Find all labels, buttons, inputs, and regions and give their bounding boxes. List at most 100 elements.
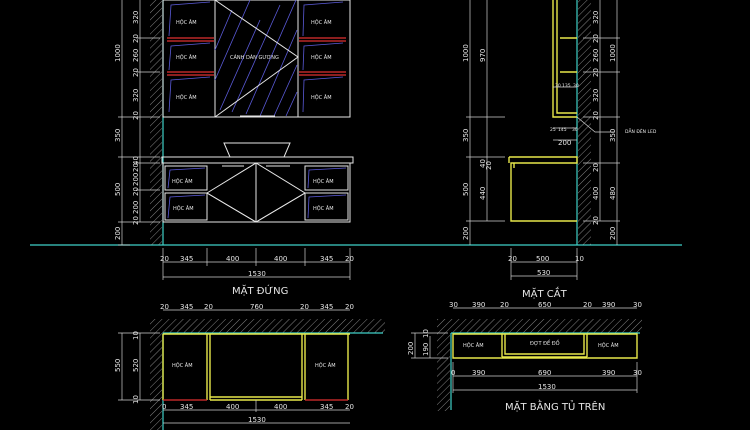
label-hoc-am: HỘC ÂM (176, 94, 197, 101)
dim-text: 320 (592, 89, 600, 102)
dim-text: 320 (592, 11, 600, 24)
dim-text: 200 (132, 201, 140, 214)
dim-text-total: 1530 (248, 416, 266, 424)
dim-text-total: 1530 (248, 270, 266, 278)
dim-text: 970 (479, 49, 487, 62)
wall-hatch (150, 0, 162, 245)
dim-text: 200 (609, 227, 617, 240)
dim-text: 345 (180, 303, 193, 311)
label-hoc-am: HỘC ÂM (311, 54, 332, 61)
dim-text: 20 (345, 403, 354, 411)
label-hoc-am: HỘC ÂM (173, 205, 194, 212)
dim-text: 20 (508, 255, 517, 263)
dim-text: 20 (204, 303, 213, 311)
dim-text: 20 (592, 216, 600, 225)
dim-text: 690 (538, 369, 551, 377)
view-title-plan-upper: MẶT BẰNG TỦ TRÊN (505, 399, 605, 413)
dim-text: 20 (500, 301, 509, 309)
dim-text: 20 (592, 111, 600, 120)
dim-text-total: 530 (537, 269, 550, 277)
label-hoc-am: HỘC ÂM (463, 342, 484, 349)
dim-text: 1000 (114, 44, 122, 62)
section-view: DẪN ĐÈN LED 1000 350 500 200 970 40 20 4… (462, 0, 657, 300)
dim-text: 30 (633, 369, 642, 377)
dim-text: 190 (422, 343, 430, 356)
dim-text: 30 (633, 301, 642, 309)
lower-cabinet (162, 162, 351, 223)
dim-text: 1000 (609, 44, 617, 62)
dim-text: 40 (132, 156, 140, 165)
dim-text: 760 (250, 303, 263, 311)
dim-text: 30 (573, 83, 579, 89)
mirror-door (214, 0, 299, 118)
label-hoc-am: HỘC ÂM (311, 19, 332, 26)
dim-text: 200 (462, 227, 470, 240)
dim-text: 1000 (462, 44, 470, 62)
label-hoc-am: HỘC ÂM (311, 94, 332, 101)
dim-text: 20 (592, 68, 600, 77)
dim-text: 20 (132, 216, 140, 225)
dim-text: 345 (180, 403, 193, 411)
dim-text: 20 (132, 163, 140, 172)
dim-text: 550 (114, 359, 122, 372)
dim-text: 200 (558, 139, 571, 147)
dim-text: 30 (449, 301, 458, 309)
label-hoc-am: HỘC ÂM (313, 178, 334, 185)
dim-text: 200 (132, 173, 140, 186)
dim-text: 400 (592, 187, 600, 200)
dim-text: 350 (462, 129, 470, 142)
label-hoc-am: HỘC ÂM (172, 178, 193, 185)
dim-text: 500 (536, 255, 549, 263)
dim-text: 135 (562, 83, 571, 89)
dim-text: 390 (602, 369, 615, 377)
basin (223, 142, 291, 158)
dim-text: 20 (300, 303, 309, 311)
dim-text: 350 (609, 129, 617, 142)
dim-text: 200 (407, 342, 415, 355)
dim-text: 20 (160, 303, 169, 311)
dim-text: 500 (462, 183, 470, 196)
dim-text: 400 (274, 403, 287, 411)
dim-text: 20 (160, 255, 169, 263)
dim-text: 10 (132, 395, 140, 404)
plan-upper-view: HỘC ÂM ĐỢT ĐỂ ĐỒ HỘC ÂM 30 390 20 650 20… (407, 301, 642, 413)
dim-text: 10 (422, 329, 430, 338)
dim-text: 400 (226, 255, 239, 263)
dim-text: 20 (132, 34, 140, 43)
dim-text: 20 (132, 187, 140, 196)
label-canh-dan-guong: CÁNH DÁN GƯƠNG (230, 54, 279, 61)
dim-text: 350 (114, 129, 122, 142)
dim-text: 10 (132, 331, 140, 340)
dim-text: 30 (572, 127, 578, 133)
dim-text: 40 (479, 159, 487, 168)
dim-text: 20 (592, 34, 600, 43)
dim-text: 30 (555, 83, 561, 89)
dim-text: 320 (132, 11, 140, 24)
label-hoc-am: HỘC ÂM (313, 205, 334, 212)
view-title-elevation: MẶT ĐỨNG (232, 284, 288, 297)
dim-text: 0 (162, 403, 166, 411)
dim-text: 400 (226, 403, 239, 411)
dim-text: 320 (132, 89, 140, 102)
label-dan-den-led: DẪN ĐÈN LED (625, 127, 657, 135)
dim-text: 520 (132, 359, 140, 372)
label-hoc-am: HỘC ÂM (176, 19, 197, 26)
dim-text: 345 (320, 403, 333, 411)
dim-text: 20 (485, 161, 493, 170)
upper-cabinet-section (552, 0, 577, 118)
dim-text: 440 (479, 187, 487, 200)
dim-text: 145 (558, 127, 567, 133)
label-hoc-am: HỘC ÂM (172, 362, 193, 369)
dim-text: 390 (602, 301, 615, 309)
dim-text: 20 (132, 111, 140, 120)
upper-cabinet (162, 0, 351, 118)
leader-line (576, 116, 615, 133)
dim-text: 390 (472, 369, 485, 377)
dim-text: 20 (345, 303, 354, 311)
dim-text: 500 (114, 183, 122, 196)
elevation-view: HỘC ÂM HỘC ÂM HỘC ÂM HỘC ÂM HỘC ÂM HỘC Â… (114, 0, 354, 297)
dim-text: 390 (472, 301, 485, 309)
dim-text: 400 (274, 255, 287, 263)
plan-lower-view: HỘC ÂM HỘC ÂM 20 345 20 760 20 345 20 55… (114, 303, 385, 430)
